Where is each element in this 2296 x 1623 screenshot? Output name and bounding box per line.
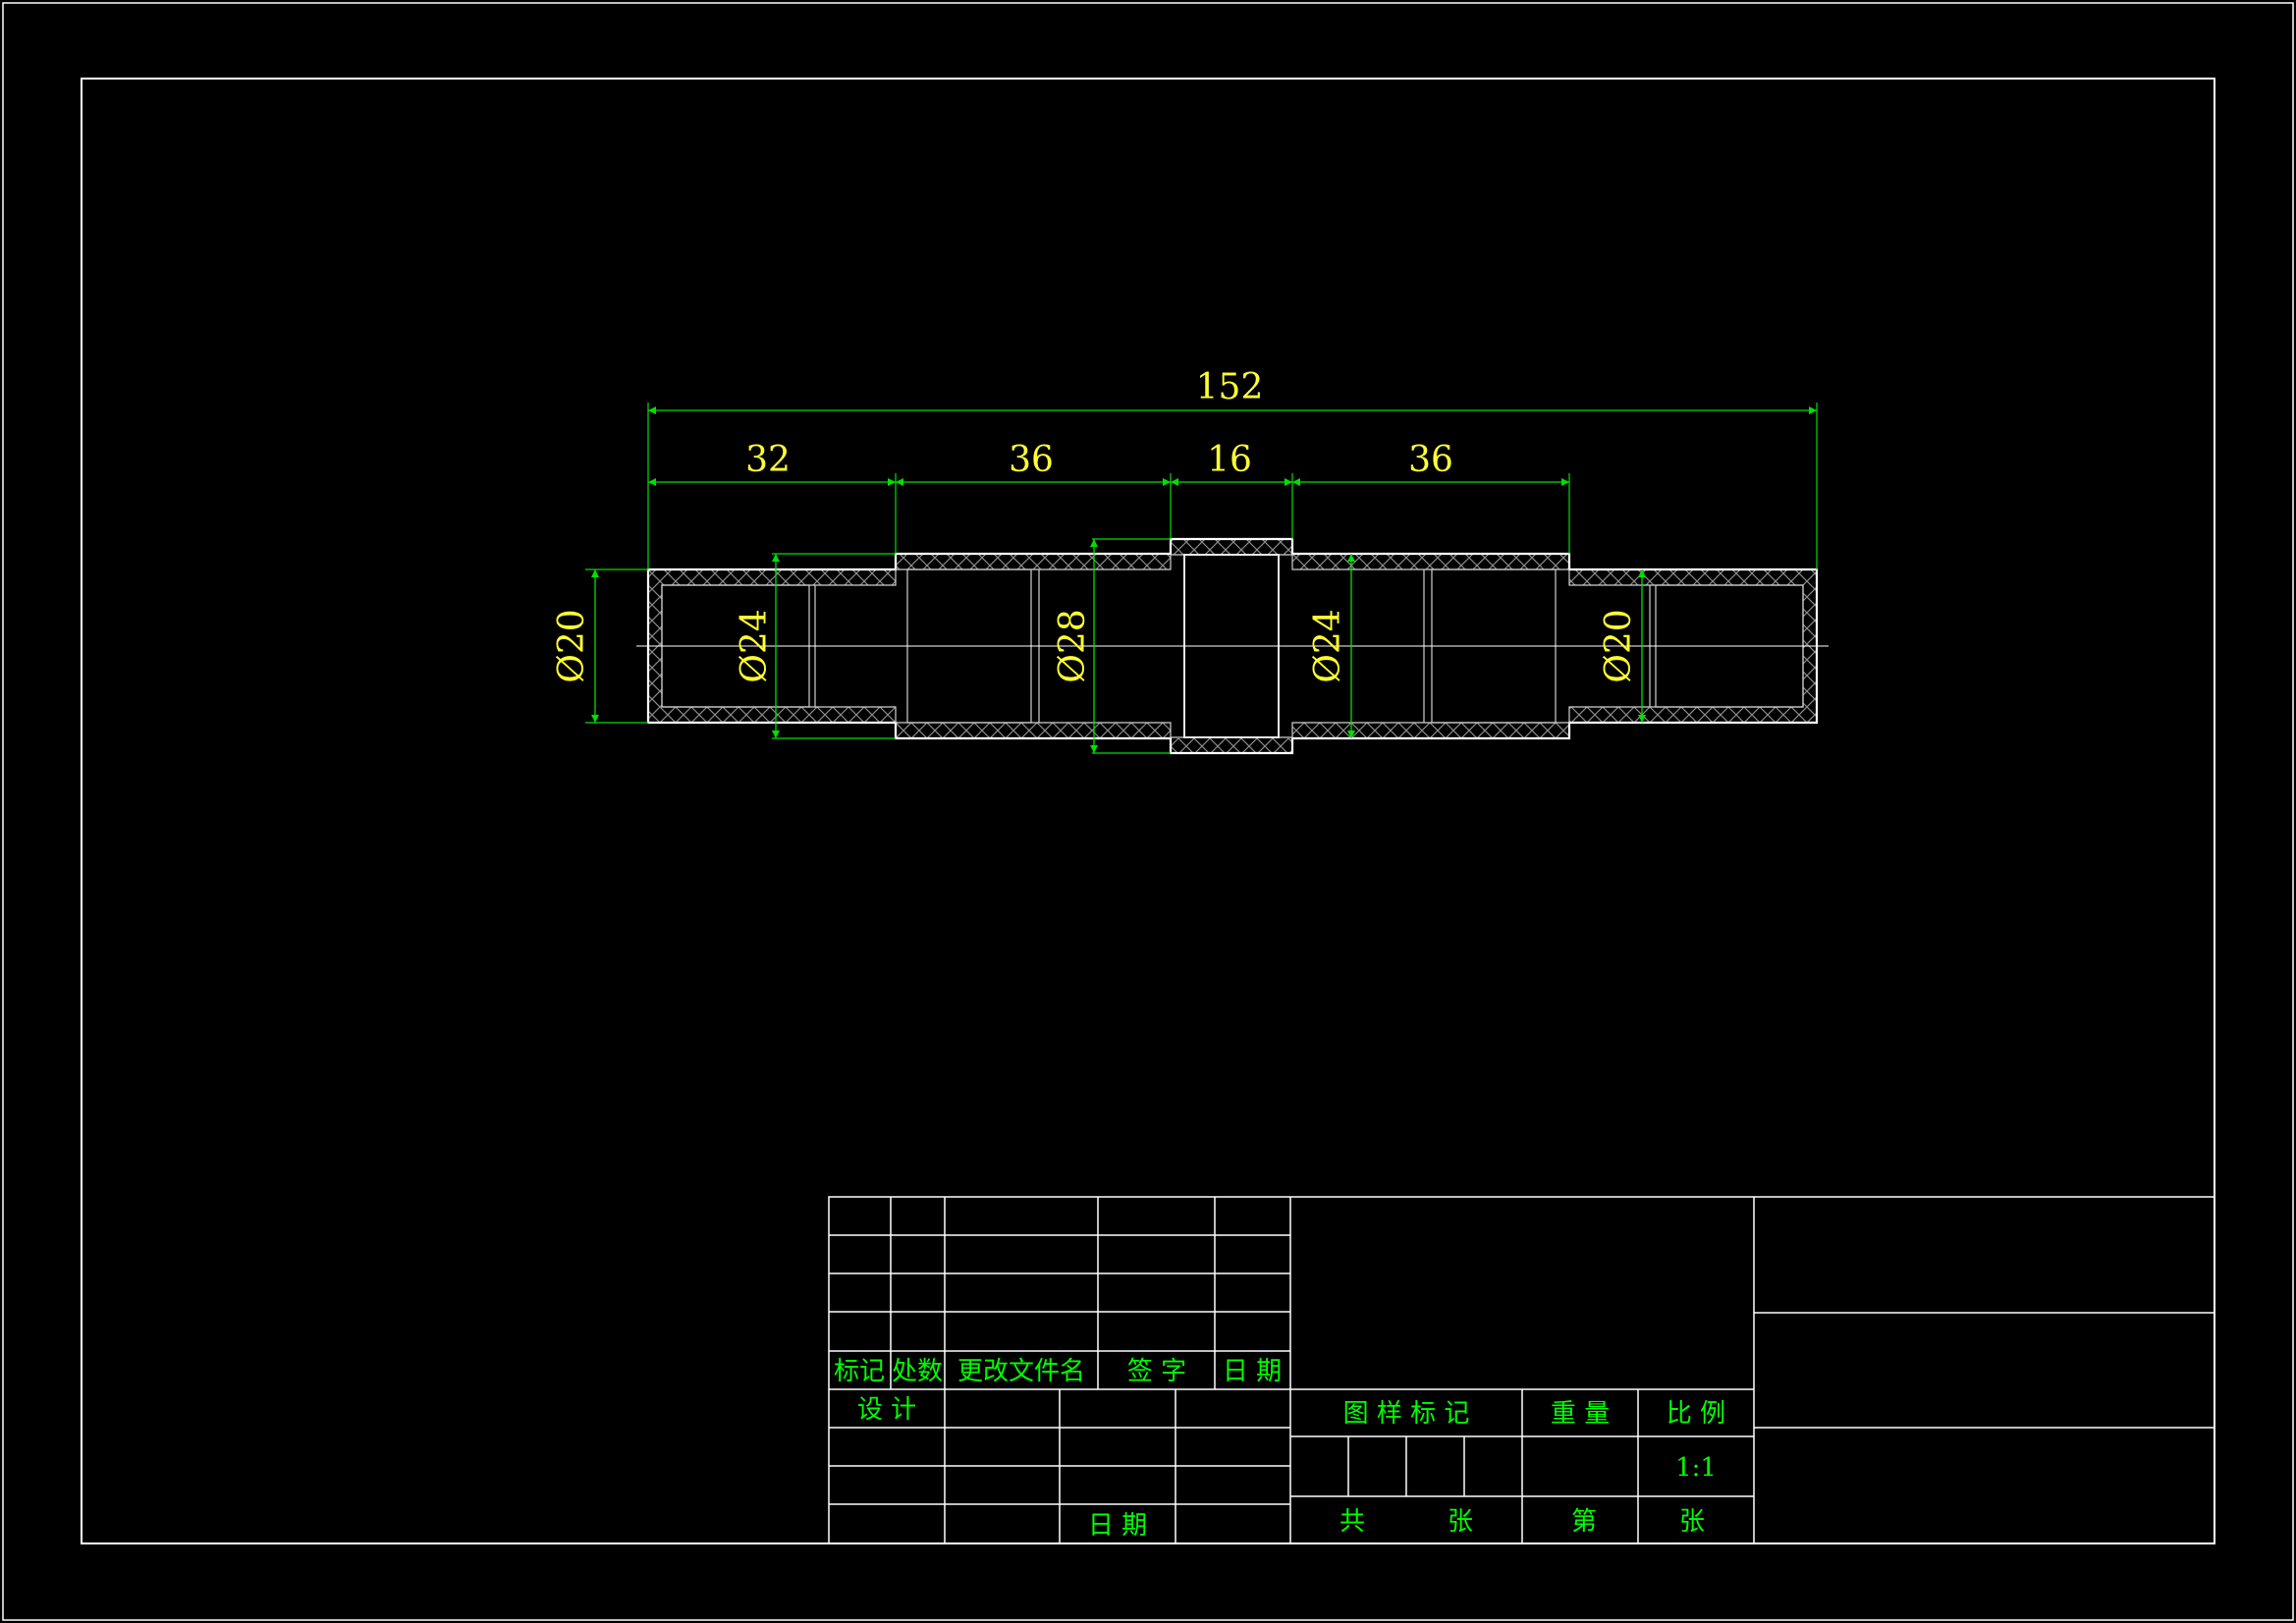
- scale-value: 1:1: [1675, 1453, 1717, 1483]
- title-block: [828, 1196, 2215, 1544]
- dim-diameter-4: Ø24: [1308, 609, 1348, 682]
- shaft-section: [636, 537, 1829, 755]
- weight-label: 重 量: [1551, 1399, 1610, 1429]
- pattern-mark-label: 图 样 标 记: [1343, 1399, 1470, 1429]
- nth-label: 第: [1571, 1507, 1597, 1537]
- dimensions: 152 32 36 16 36 Ø20 Ø24 Ø28 Ø24 Ø20: [552, 367, 1818, 754]
- dim-overall-length: 152: [1196, 367, 1264, 407]
- dim-diameter-3: Ø28: [1053, 609, 1093, 682]
- date-label: 日 期: [1088, 1511, 1147, 1541]
- dim-seg-length-1: 32: [745, 440, 791, 480]
- design-label: 设 计: [857, 1395, 916, 1425]
- drawing-frame: [81, 78, 2215, 1544]
- dim-diameter-5: Ø20: [1599, 609, 1639, 682]
- dim-diameter-2: Ø24: [735, 609, 775, 682]
- header-date: 日 期: [1223, 1357, 1282, 1386]
- section-hatching: [648, 539, 1817, 754]
- header-signature: 签 字: [1127, 1357, 1186, 1386]
- sheet-label: 张: [1448, 1507, 1473, 1537]
- header-change-doc: 更改文件名: [957, 1357, 1085, 1386]
- header-mark: 标记: [834, 1357, 885, 1386]
- dim-seg-length-2: 36: [1009, 440, 1054, 480]
- scale-label: 比 例: [1667, 1399, 1725, 1429]
- total-label: 共: [1339, 1507, 1365, 1537]
- dim-seg-length-3: 16: [1207, 440, 1252, 480]
- dim-diameter-1: Ø20: [552, 609, 592, 682]
- dim-seg-length-4: 36: [1408, 440, 1453, 480]
- shaft-outer-profile: [646, 537, 1819, 755]
- header-count: 处数: [892, 1357, 943, 1386]
- sheet-label-2: 张: [1679, 1507, 1705, 1537]
